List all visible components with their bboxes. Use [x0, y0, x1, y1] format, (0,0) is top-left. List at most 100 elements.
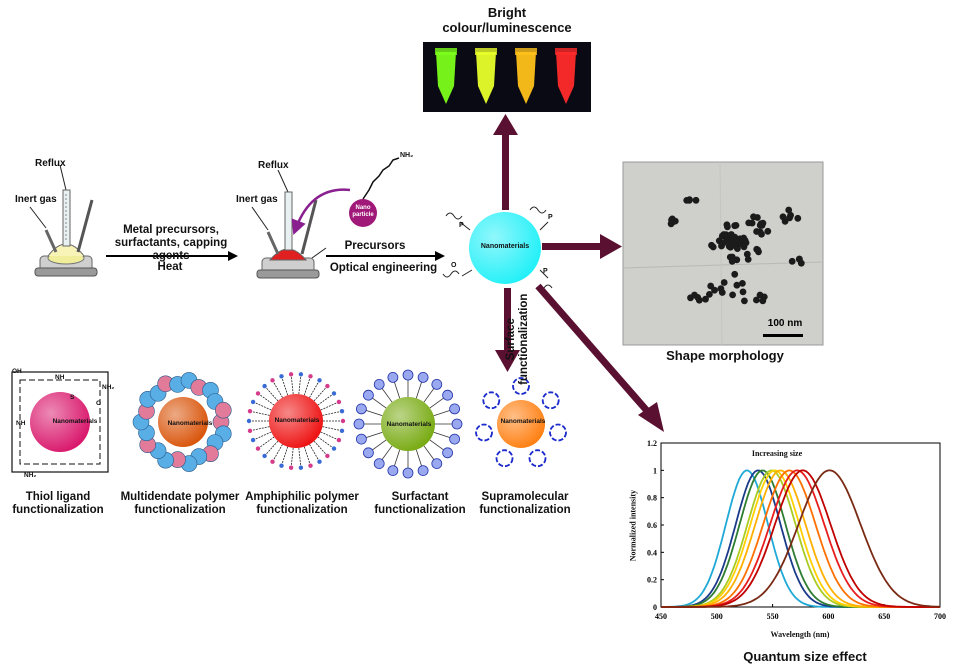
flow-arrows	[493, 114, 664, 432]
vials-photo	[423, 42, 591, 112]
tem-nanoparticle	[744, 256, 752, 263]
tem-nanoparticle	[720, 279, 728, 286]
x-tick-label: 700	[934, 612, 946, 621]
tem-nanoparticle	[797, 259, 805, 267]
tem-nanoparticle	[727, 243, 734, 251]
x-tick-label: 450	[655, 612, 667, 621]
functionalization-row	[11, 369, 567, 479]
tem-nanoparticle	[711, 286, 718, 294]
vial	[515, 48, 537, 104]
vial	[475, 48, 497, 104]
center-nanomaterial	[442, 206, 553, 292]
tem-nanoparticle	[692, 196, 700, 204]
thiol-nh-label-1: NH	[55, 374, 65, 381]
emission-series-line	[661, 469, 941, 608]
chart-xlabel: Wavelength (nm)	[770, 630, 830, 639]
func-core-surfactant: Nanomaterials	[386, 421, 432, 428]
tem-nanoparticle	[755, 248, 762, 256]
y-tick-label: 1	[653, 466, 657, 475]
tem-nanoparticle	[734, 245, 741, 253]
tem-nanoparticle	[794, 214, 802, 222]
tem-nanoparticle	[729, 291, 736, 299]
tem-nanoparticle	[731, 236, 738, 244]
functionalized-particle	[132, 372, 232, 472]
func-caption-multidendate: Multidendate polymer functionalization	[120, 491, 240, 517]
tem-nanoparticle	[731, 270, 739, 278]
vial	[435, 48, 457, 104]
tem-nanoparticle	[741, 297, 748, 305]
thiol-oh-label: OH	[12, 368, 22, 375]
arrow1-top-label: Metal precursors, surfactants, capping a…	[114, 224, 228, 263]
x-tick-label: 550	[767, 612, 779, 621]
x-tick-label: 600	[822, 612, 834, 621]
tem-nanoparticle	[750, 213, 757, 221]
center-p-label-3: P	[543, 268, 548, 275]
center-core-label: Nanomaterials	[480, 243, 530, 250]
tem-nanoparticle	[728, 257, 736, 265]
tem-nanoparticle	[757, 220, 765, 228]
center-o-label-1: O	[451, 262, 457, 269]
thiol-nh2-label-2: NH₂	[102, 384, 115, 391]
tem-nanoparticle	[717, 285, 725, 293]
func-caption-thiol: Thiol ligand functionalization	[12, 491, 104, 517]
top-caption: Bright colour/luminescence	[442, 5, 572, 35]
nano-particle-label: Nano particle	[352, 205, 374, 218]
func-caption-surfactant: Surfactant functionalization	[374, 491, 466, 517]
tem-nanoparticle	[706, 291, 713, 298]
tem-nanoparticle	[758, 230, 765, 238]
func-core-amphiphilic: Nanomaterials	[274, 417, 320, 424]
inert-gas-label-2: Inert gas	[236, 194, 278, 205]
tem-caption: Shape morphology	[666, 348, 784, 363]
reflux-apparatus-2	[251, 157, 400, 279]
x-tick-label: 500	[711, 612, 723, 621]
tem-scale-label: 100 nm	[767, 318, 803, 329]
y-tick-label: 0	[653, 603, 657, 612]
thiol-nh2-label-1: NH₂	[24, 472, 37, 479]
tem-nanoparticle	[668, 216, 676, 224]
func-caption-supramolecular: Supramolecular functionalization	[479, 491, 571, 517]
tem-nanoparticle	[731, 222, 739, 230]
y-tick-label: 0.6	[647, 521, 657, 530]
tem-nanoparticle	[719, 239, 727, 247]
emission-series-line	[661, 469, 940, 608]
center-p-label-1: P	[459, 222, 464, 229]
func-core-thiol: Nanomaterials	[52, 418, 98, 425]
arrow2-top-label: Precursors	[344, 240, 406, 252]
tem-nanoparticle	[753, 296, 760, 304]
tem-nanoparticle	[720, 231, 728, 238]
thiol-o-label: O	[96, 400, 102, 407]
y-tick-label: 0.2	[647, 576, 657, 585]
functionalized-particle	[353, 369, 463, 479]
functionalized-particle	[475, 377, 567, 468]
arrow1-bottom-label: Heat	[157, 261, 183, 273]
arrow2-bottom-label: Optical engineering	[329, 262, 438, 274]
func-core-multidendate: Nanomaterials	[167, 420, 213, 427]
reflux-apparatus-1	[29, 164, 98, 277]
tem-nanoparticle	[759, 297, 767, 305]
thiol-nh-label-2: NH	[16, 420, 26, 427]
surface-functionalization-label: Surface functionalization	[504, 293, 530, 385]
x-tick-label: 650	[878, 612, 890, 621]
functionalized-particle	[11, 371, 109, 473]
tem-nanoparticle	[743, 250, 751, 258]
y-tick-label: 1.2	[647, 439, 657, 448]
tem-nanoparticle	[741, 237, 749, 244]
inert-gas-label-1: Inert gas	[15, 194, 57, 205]
process-arrows	[106, 251, 445, 261]
chart-title: Increasing size	[751, 449, 803, 458]
chart-caption: Quantum size effect	[743, 649, 867, 664]
reflux-label-1: Reflux	[35, 158, 66, 169]
tem-nanoparticle	[733, 281, 741, 289]
tem-nanoparticle	[788, 257, 796, 265]
chart-ylabel: Normalized intensity	[628, 489, 638, 562]
func-caption-amphiphilic: Amphiphilic polymer functionalization	[245, 491, 359, 517]
center-p-label-2: P	[548, 214, 553, 221]
tem-nanoparticle	[764, 227, 772, 235]
amine-label: NH₂	[400, 152, 414, 159]
tem-nanoparticle	[723, 221, 731, 229]
tem-nanoparticle	[745, 219, 753, 227]
reflux-label-2: Reflux	[258, 160, 289, 171]
tem-nanoparticle	[708, 241, 715, 249]
tem-nanoparticle	[739, 280, 746, 287]
